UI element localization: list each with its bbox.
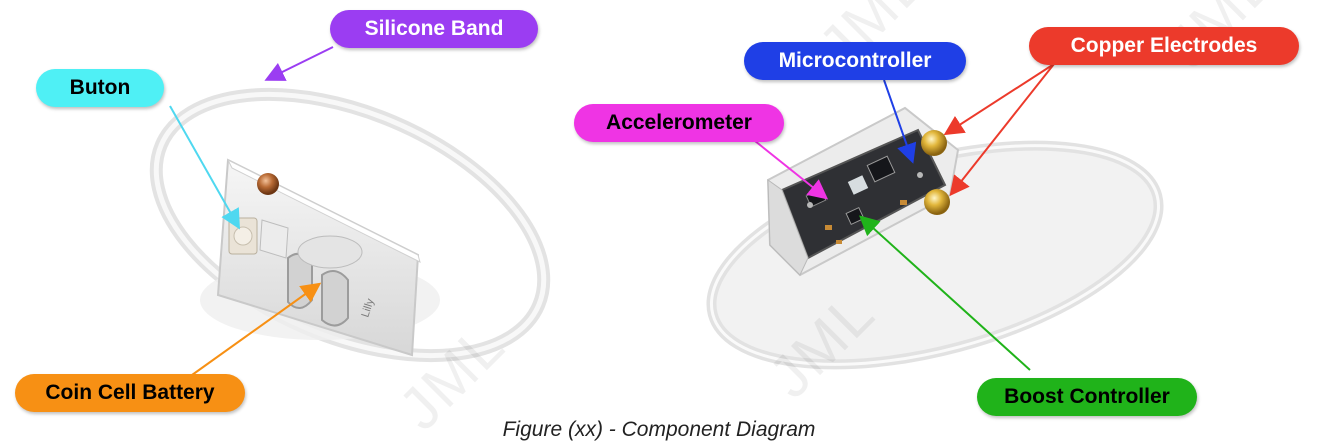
copper-electrode-bottom — [924, 189, 950, 215]
arrow-copper-electrode-top — [943, 63, 1055, 136]
copper-electrode-left — [257, 173, 279, 195]
arrow-silicone-band — [264, 46, 334, 81]
label-boost-controller: Boost Controller — [977, 378, 1197, 416]
arrow-coin-cell-battery — [191, 282, 322, 376]
label-buton: Buton — [36, 69, 164, 107]
label-microcontroller: Microcontroller — [744, 42, 966, 80]
label-silicone-band: Silicone Band — [330, 10, 538, 48]
label-coin-cell-battery: Coin Cell Battery — [15, 374, 245, 412]
copper-electrode-top — [921, 130, 947, 156]
label-copper-electrodes: Copper Electrodes — [1029, 27, 1299, 65]
arrow-copper-electrode-bottom — [949, 63, 1055, 197]
microcontroller-chip — [866, 155, 896, 183]
left-device: Lilly — [149, 87, 551, 363]
label-accelerometer: Accelerometer — [574, 104, 784, 142]
arrow-buton — [169, 105, 240, 230]
arrow-microcontroller — [883, 79, 917, 164]
device-marking: Lilly — [359, 297, 376, 319]
figure-caption: Figure (xx) - Component Diagram — [502, 418, 816, 441]
arrow-boost-controller — [859, 215, 1031, 371]
arrow-accelerometer — [749, 136, 829, 200]
